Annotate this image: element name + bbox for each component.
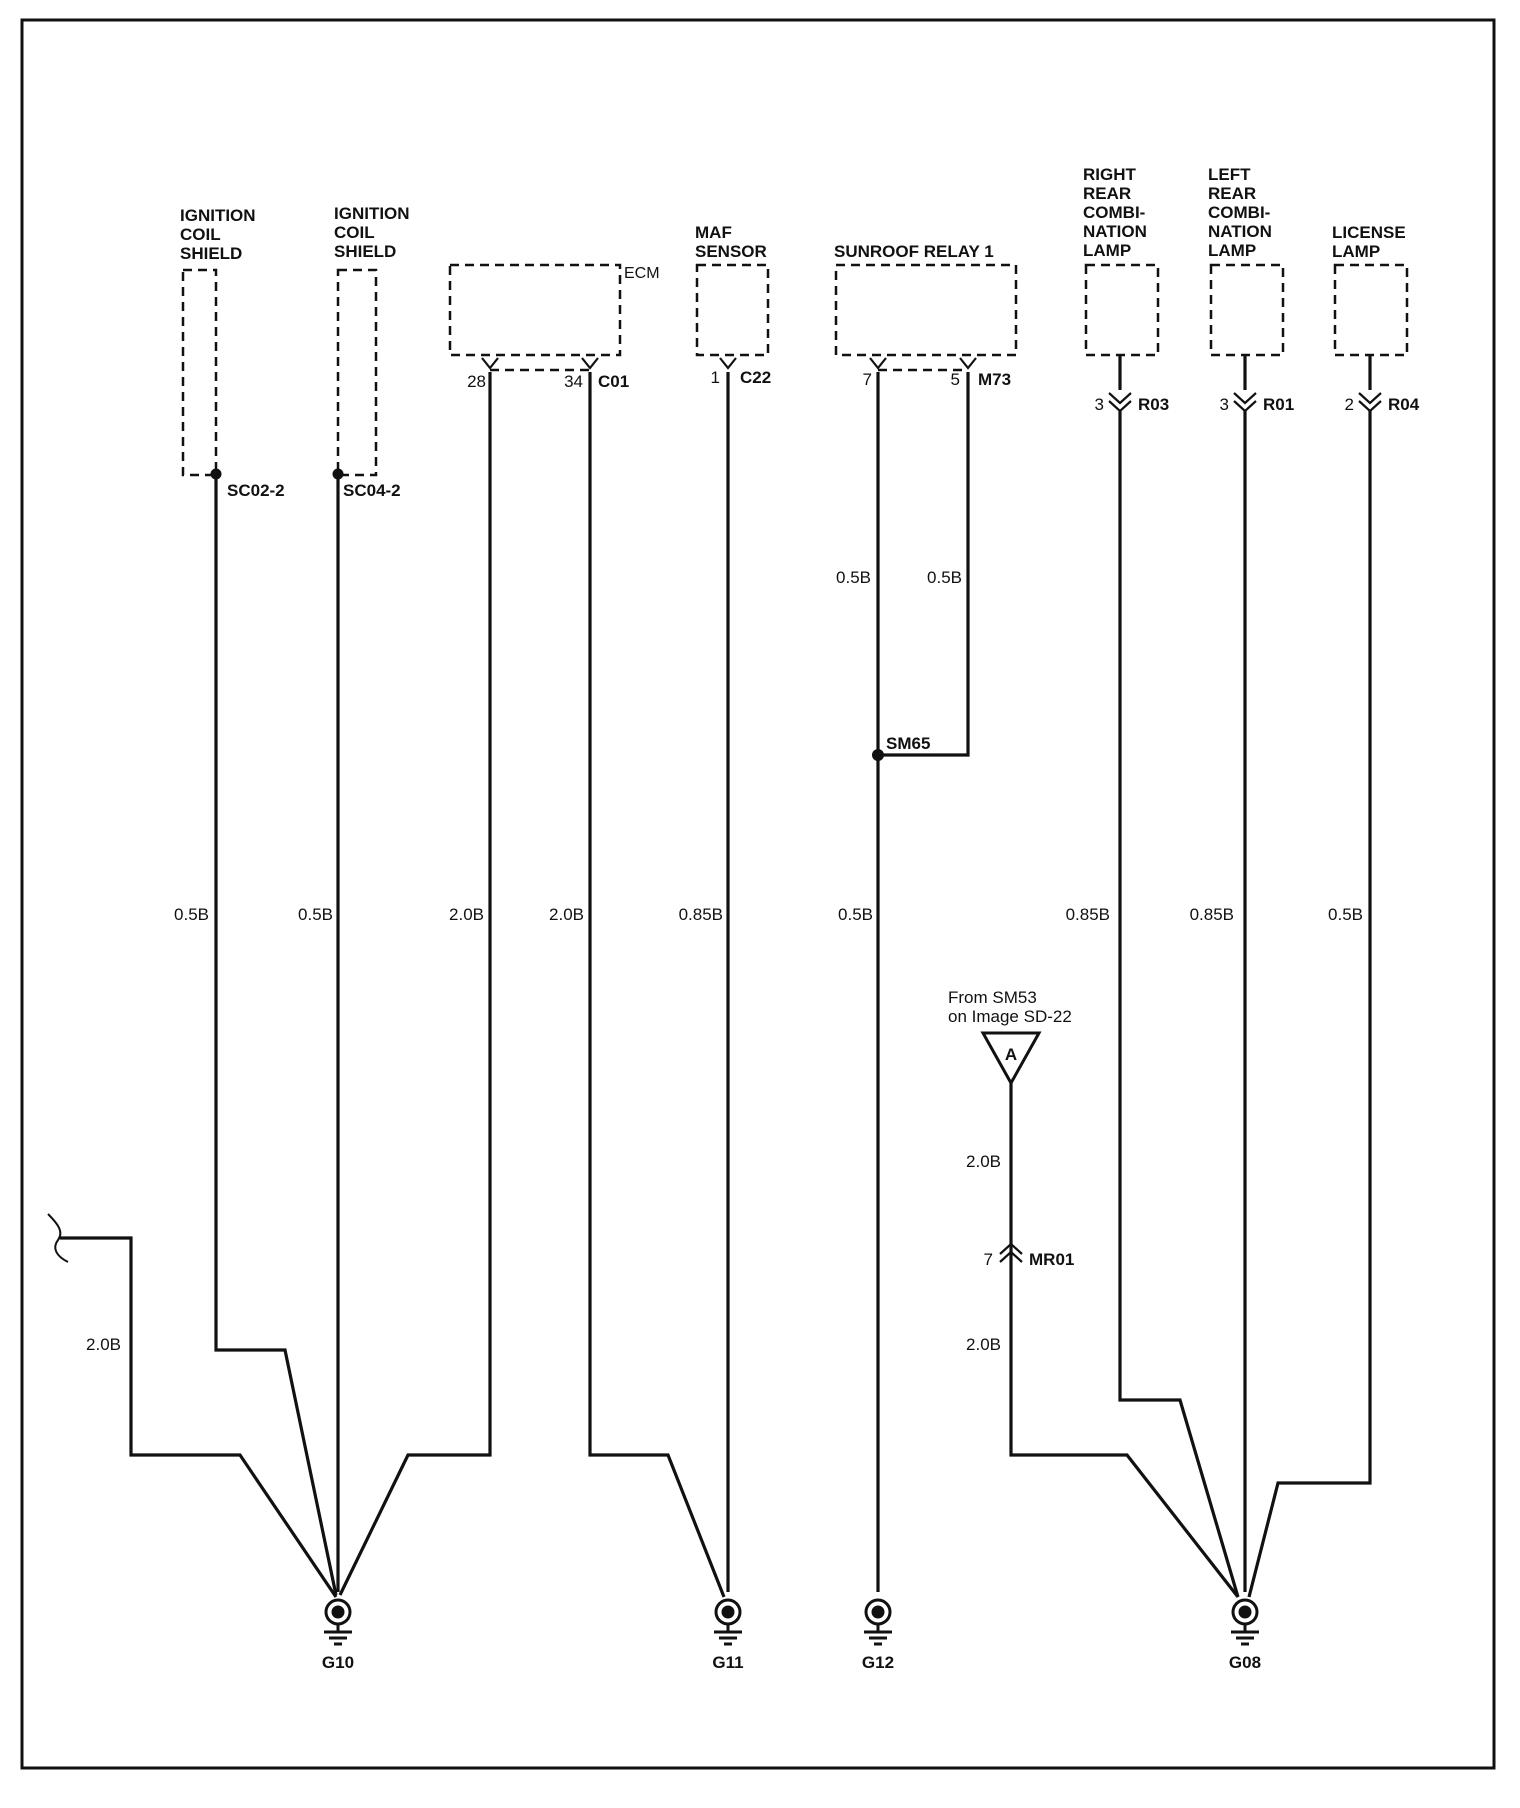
maf-label-l1: MAF — [695, 223, 732, 242]
pin-ecm-28: 28 — [467, 372, 486, 391]
license-lamp-label-l2: LAMP — [1332, 242, 1380, 261]
ign-coil-2-label-l1: IGNITION — [334, 204, 410, 223]
pin-ecm-34: 34 — [564, 372, 583, 391]
connector-r04: R04 — [1388, 395, 1420, 414]
ign-coil-2-label-l2: COIL — [334, 223, 375, 242]
wire-sc02-to-g10 — [214, 474, 338, 1596]
rr-lamp-label-l4: NATION — [1083, 222, 1147, 241]
wire-ecm28-to-g10 — [338, 372, 492, 1596]
lr-lamp-label-l3: COMBI- — [1208, 203, 1270, 222]
wire-label-sc04: 0.5B — [298, 905, 333, 924]
maf-sensor-box — [695, 263, 770, 357]
ground-g08-label: G08 — [1229, 1653, 1261, 1672]
ign-coil-1-label-l1: IGNITION — [180, 206, 256, 225]
wire-label-ecm28: 2.0B — [449, 905, 484, 924]
offpage-ref-line2: on Image SD-22 — [948, 1007, 1072, 1026]
wire-label-license: 0.5B — [1328, 905, 1363, 924]
pin-sunroof-7: 7 — [863, 370, 872, 389]
lr-lamp-label-l2: REAR — [1208, 184, 1256, 203]
ecm-pin34-chevron — [581, 357, 599, 370]
ground-g12-symbol — [864, 1598, 892, 1646]
splice-sc04-dot — [332, 468, 344, 480]
pin-license-2: 2 — [1345, 395, 1354, 414]
ecm-box — [448, 263, 622, 357]
wire-label-sr5-upper: 0.5B — [927, 568, 962, 587]
connector-mr01: MR01 — [1029, 1250, 1074, 1269]
r04-connector-chevron — [1358, 392, 1382, 413]
wire-license-to-g08 — [1247, 410, 1372, 1598]
sunroof-pin7-chevron — [869, 357, 887, 370]
rr-lamp-label-l3: COMBI- — [1083, 203, 1145, 222]
ignition-coil-shield-2-box — [336, 268, 378, 477]
lr-lamp-label-l4: NATION — [1208, 222, 1272, 241]
ground-g11-symbol — [714, 1598, 742, 1646]
lr-lamp-label-l5: LAMP — [1208, 241, 1256, 260]
pin-mr01-7: 7 — [984, 1250, 993, 1269]
connector-m73: M73 — [978, 370, 1011, 389]
maf-pin1-chevron — [719, 357, 737, 370]
wire-label-lr: 0.85B — [1190, 905, 1234, 924]
ground-g08-symbol — [1231, 1598, 1259, 1646]
right-rear-lamp-box — [1084, 263, 1160, 357]
ecm-pin28-chevron — [481, 357, 499, 370]
pin-rr-3: 3 — [1095, 395, 1104, 414]
license-lamp-label-l1: LICENSE — [1332, 223, 1406, 242]
wire-label-offpage: 2.0B — [86, 1335, 121, 1354]
wire-label-rr: 0.85B — [1066, 905, 1110, 924]
splice-sm65-dot — [872, 749, 884, 761]
wire-label-ecm34: 2.0B — [549, 905, 584, 924]
rr-lamp-label-l1: RIGHT — [1083, 165, 1137, 184]
pin-sunroof-5: 5 — [951, 370, 960, 389]
wire-offpage-to-g10 — [60, 1236, 338, 1598]
mr01-connector-chevron — [999, 1242, 1023, 1263]
offpage-connector-a: A — [980, 1031, 1042, 1087]
offpage-wire-break — [47, 1213, 69, 1263]
wire-offpage-a-to-g08 — [1009, 1083, 1240, 1598]
ground-g10-label: G10 — [322, 1653, 354, 1672]
rr-lamp-label-l5: LAMP — [1083, 241, 1131, 260]
ign-coil-1-label-l3: SHIELD — [180, 244, 242, 263]
ign-coil-1-label-l2: COIL — [180, 225, 221, 244]
wire-label-a-upper: 2.0B — [966, 1152, 1001, 1171]
ground-g11-label: G11 — [712, 1653, 743, 1672]
ignition-coil-shield-1-box — [181, 268, 218, 477]
license-lamp-box — [1333, 263, 1409, 357]
offpage-ref-line1: From SM53 — [948, 988, 1037, 1007]
left-rear-lamp-box — [1209, 263, 1285, 357]
ecm-label: ECM — [624, 265, 660, 282]
wire-label-maf: 0.85B — [679, 905, 723, 924]
splice-sc02-label: SC02-2 — [227, 481, 285, 500]
wire-sr5-to-sm65 — [878, 372, 970, 757]
wire-rr-lamp-to-g08 — [1118, 410, 1240, 1598]
ground-g10-symbol — [324, 1598, 352, 1646]
diagram-frame — [20, 18, 1496, 1770]
wire-ecm34-to-g11 — [588, 372, 726, 1598]
r03-connector-chevron — [1108, 392, 1132, 413]
pin-lr-3: 3 — [1220, 395, 1229, 414]
offpage-letter: A — [1005, 1045, 1017, 1064]
ground-g12-label: G12 — [862, 1653, 894, 1672]
splice-sm65-label: SM65 — [886, 734, 930, 753]
wire-label-sr7-upper: 0.5B — [836, 568, 871, 587]
sunroof-pin5-chevron — [959, 357, 977, 370]
pin-maf-1: 1 — [711, 368, 720, 387]
r01-connector-chevron — [1233, 392, 1257, 413]
wire-label-sc02: 0.5B — [174, 905, 209, 924]
sunroof-relay-box — [834, 263, 1018, 357]
lr-lamp-label-l1: LEFT — [1208, 165, 1251, 184]
connector-c01: C01 — [598, 372, 629, 391]
sunroof-relay-label: SUNROOF RELAY 1 — [834, 242, 994, 261]
connector-r03: R03 — [1138, 395, 1169, 414]
splice-sc04-label: SC04-2 — [343, 481, 401, 500]
wire-label-a-lower: 2.0B — [966, 1335, 1001, 1354]
splice-sc02-dot — [210, 468, 222, 480]
connector-c22: C22 — [740, 368, 771, 387]
maf-label-l2: SENSOR — [695, 242, 767, 261]
connector-r01: R01 — [1263, 395, 1294, 414]
ign-coil-2-label-l3: SHIELD — [334, 242, 396, 261]
wire-label-sm65-g12: 0.5B — [838, 905, 873, 924]
rr-lamp-label-l2: REAR — [1083, 184, 1131, 203]
